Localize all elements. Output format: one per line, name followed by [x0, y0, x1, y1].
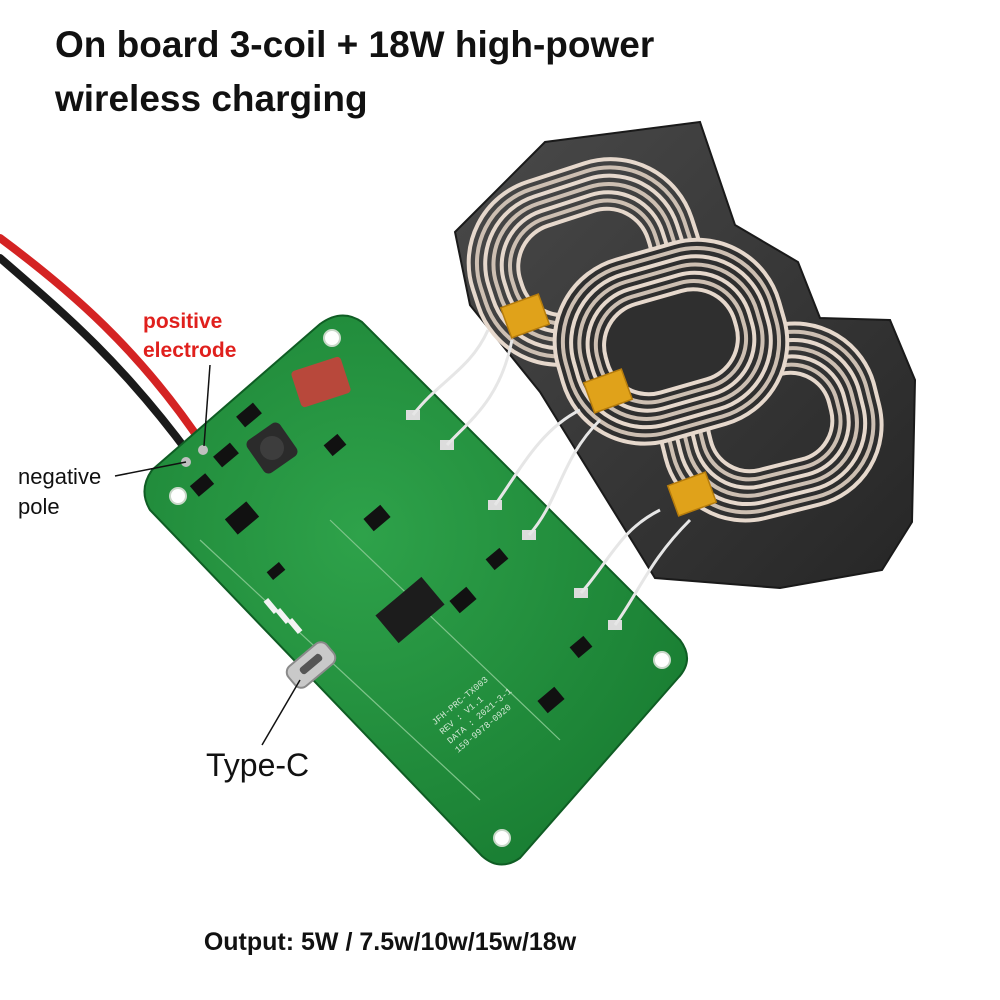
kapton-tapes [499, 293, 718, 517]
negative-pole-label: negative pole [18, 464, 102, 519]
power-wires [0, 234, 209, 459]
capacitor [291, 356, 351, 408]
coil-leads [411, 329, 692, 626]
mounting-hole [323, 329, 341, 347]
title-line-2: wireless charging [55, 78, 368, 119]
pcb-board: JFH-PRC-TX003 REV : V1.1 DATA : 2021-3-1… [143, 314, 688, 866]
title-line-1: On board 3-coil + 18W high-power [55, 24, 655, 65]
positive-electrode-label: positive electrode [143, 310, 237, 362]
controller-ic [375, 576, 445, 644]
type-c-label: Type-C [206, 747, 310, 783]
positive-wire [0, 234, 209, 452]
mounting-hole [653, 651, 671, 669]
mounting-hole [493, 829, 511, 847]
output-specs: Output: 5W / 7.5w/10w/15w/18w [203, 928, 577, 956]
page-title: On board 3-coil + 18W high-power wireles… [55, 18, 815, 126]
negative-wire [0, 254, 194, 459]
callout-lines [114, 364, 301, 746]
mounting-hole [169, 487, 187, 505]
